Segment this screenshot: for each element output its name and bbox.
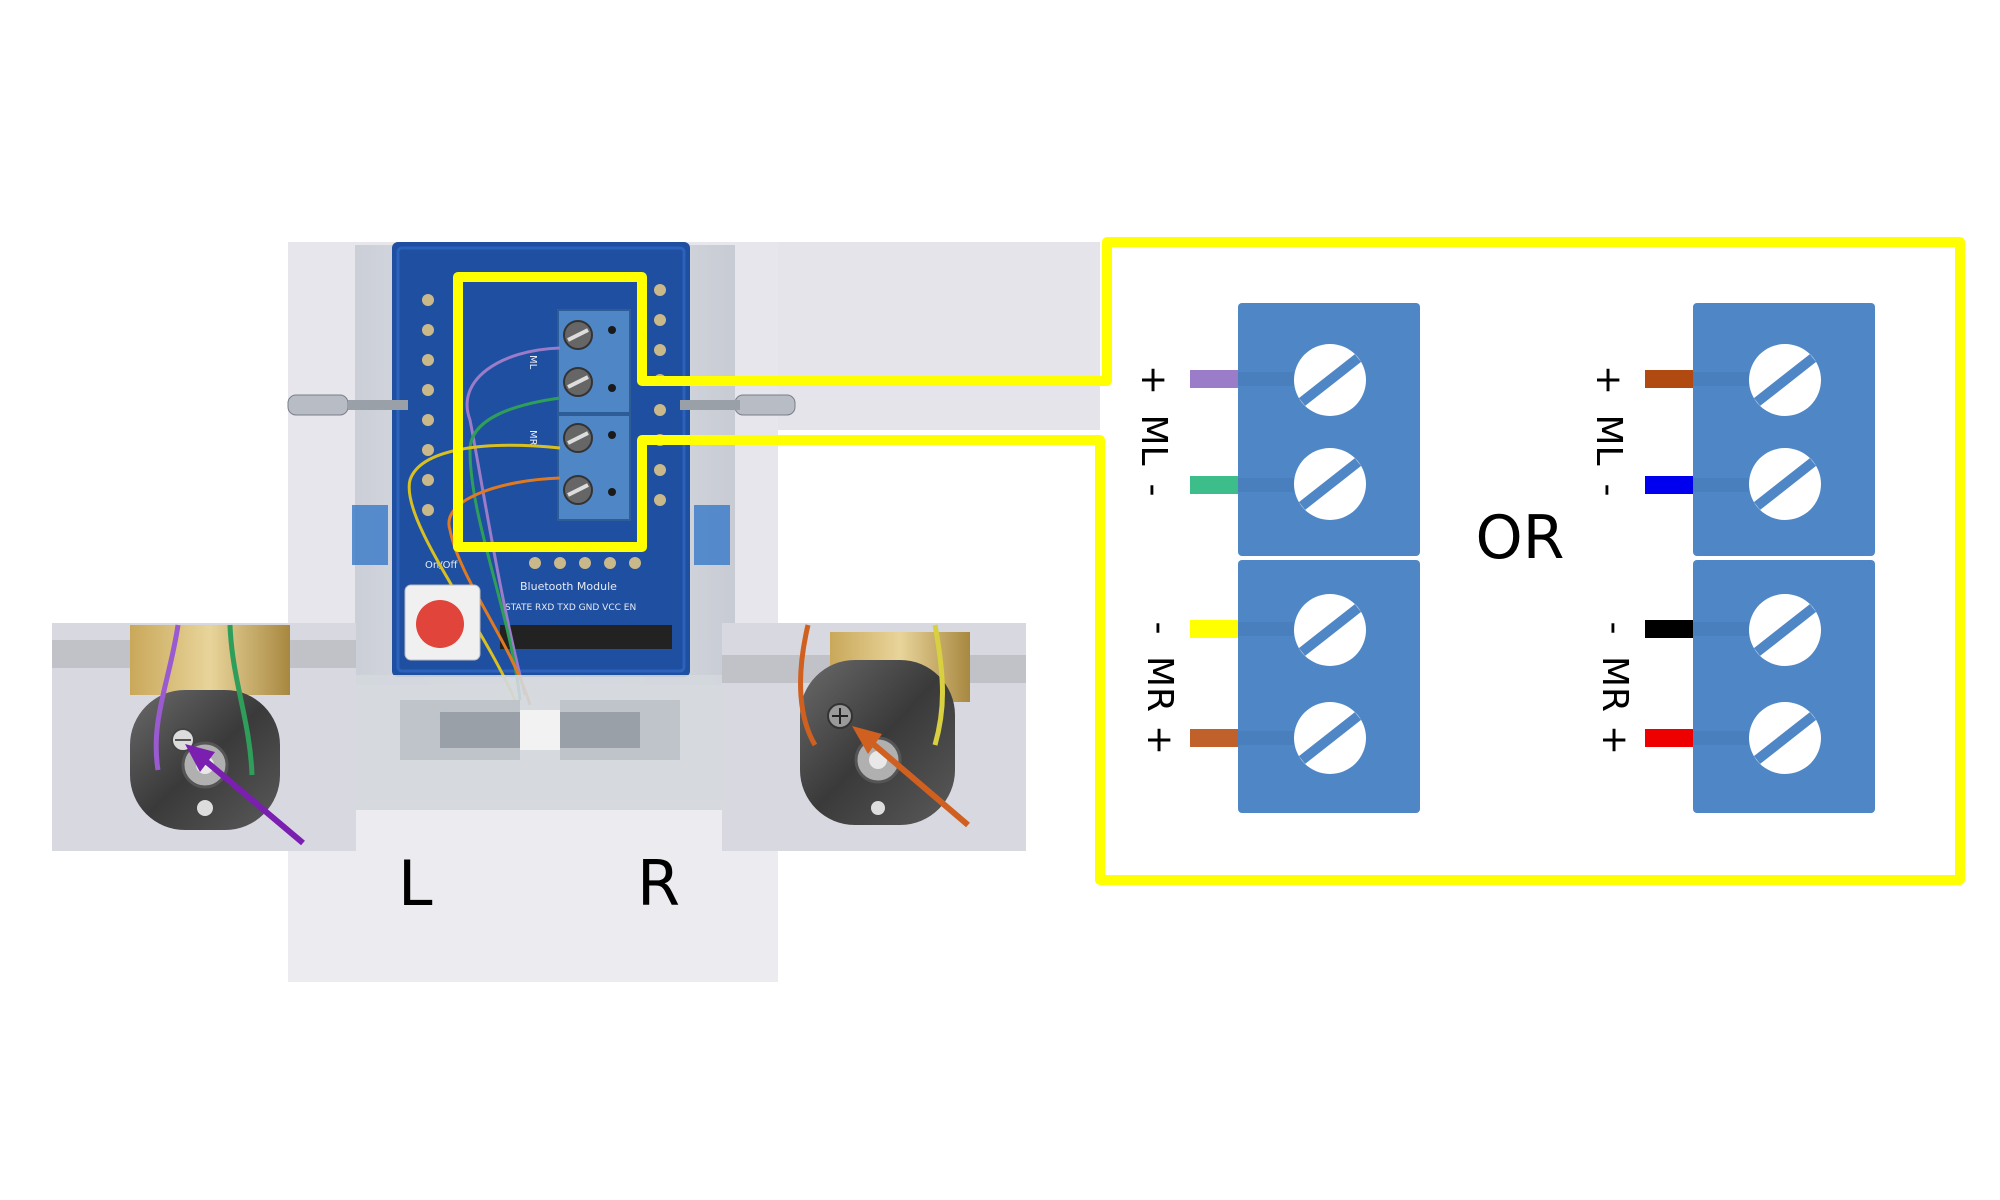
b-screw-4 (1749, 702, 1821, 774)
left-arrow-head (185, 744, 215, 772)
silkscreen-pins: STATE RXD TXD GND VCC EN (505, 603, 636, 613)
right-yellow-wire (932, 624, 945, 746)
left-motor-label: L (398, 847, 433, 920)
b-screw-1 (1749, 344, 1821, 416)
a-mr-plus-wire (1190, 729, 1240, 747)
pin-header-bottom (529, 557, 641, 569)
b-mr-minus-label: - (1594, 622, 1635, 635)
b-ml-plus-label: + (1588, 365, 1629, 395)
silkscreen-ml: ML (527, 355, 538, 370)
b-ml-minus-label: - (1588, 484, 1629, 497)
a-screw-4 (1294, 702, 1366, 774)
pin-header-left (422, 294, 434, 516)
pcb-screw-terminal (557, 309, 631, 521)
photo-bottom (288, 810, 778, 982)
b-ml-label: ML (1588, 414, 1629, 465)
side-clip-left (352, 505, 388, 565)
b-ml-plus-wire (1645, 370, 1695, 388)
a-ml-label: ML (1133, 414, 1174, 465)
b-mr-plus-label: + (1594, 725, 1635, 755)
b-mr-label: MR (1594, 656, 1635, 712)
robot-photo: Bluetooth Module STATE RXD TXD GND VCC E… (287, 242, 1100, 982)
right-orange-wire (798, 624, 818, 747)
side-screw-left (287, 394, 408, 416)
a-screw-3 (1294, 594, 1366, 666)
a-ml-terminal-block (1238, 303, 1420, 556)
option-a-diagram: + ML - - MR + (1133, 303, 1420, 813)
option-b-diagram: + ML - - MR + (1588, 303, 1875, 813)
b-screw-2 (1749, 448, 1821, 520)
b-ml-terminal-block (1693, 303, 1875, 556)
right-arrow (863, 734, 970, 828)
a-mr-minus-label: - (1139, 622, 1180, 635)
photo-background-right (778, 242, 1100, 430)
or-separator: OR (1476, 503, 1565, 573)
a-ml-minus-wire (1190, 476, 1240, 494)
a-ml-plus-label: + (1133, 365, 1174, 395)
right-arrow-head (852, 726, 882, 754)
a-screw-2 (1294, 448, 1366, 520)
left-arrow (193, 749, 305, 846)
side-screw-right (680, 394, 796, 416)
silkscreen-module: Bluetooth Module (520, 580, 617, 593)
motor-housing (355, 675, 735, 810)
side-clip-right (694, 505, 730, 565)
left-purple-wire (153, 624, 181, 771)
a-mr-plus-label: + (1139, 725, 1180, 755)
right-motor-label: R (637, 847, 680, 920)
a-screw-1 (1294, 344, 1366, 416)
left-motor-inset (52, 623, 356, 851)
a-mr-label: MR (1139, 656, 1180, 712)
on-off-button (404, 584, 481, 661)
b-ml-minus-wire (1645, 476, 1695, 494)
a-ml-plus-wire (1190, 370, 1240, 388)
right-motor-inset (722, 623, 1026, 851)
terminal-highlight-frame (453, 237, 1965, 885)
left-green-wire (227, 624, 255, 776)
b-screw-3 (1749, 594, 1821, 666)
bluetooth-header (500, 625, 672, 649)
a-mr-minus-wire (1190, 620, 1240, 638)
a-ml-minus-label: - (1133, 484, 1174, 497)
b-mr-minus-wire (1645, 620, 1695, 638)
b-mr-plus-wire (1645, 729, 1695, 747)
silkscreen-mr: MR (527, 430, 538, 446)
